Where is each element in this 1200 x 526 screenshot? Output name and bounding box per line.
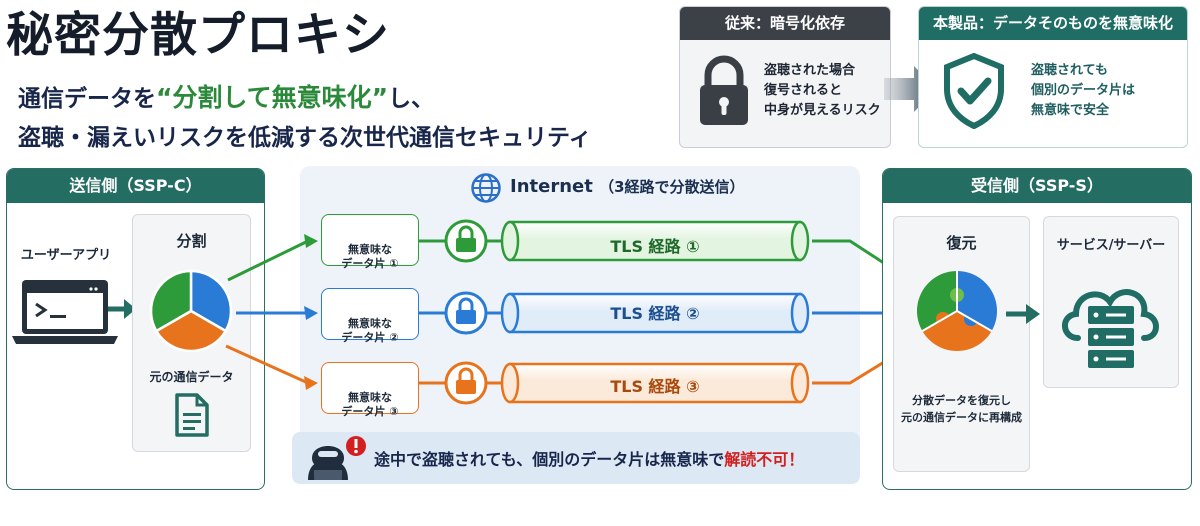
lock-shackle-3 [458, 367, 474, 381]
split-pie-icon [149, 269, 233, 353]
tls-pipe-end-2 [790, 292, 810, 334]
product-box: 本製品：データそのものを無意味化 盗聴されても 個別のデータ片は 無意味で安全 [918, 6, 1188, 148]
subtitle-line-2: 盗聴・漏えいリスクを低減する次世代通信セキュリティ [18, 125, 592, 151]
padlock-icon [700, 55, 748, 125]
conventional-line: 中身が見えるリスク [764, 103, 881, 118]
conventional-line: 復号されると [764, 83, 843, 98]
warning-text: 途中で盗聴されても、個別のデータ片は無意味で解読不可！ [374, 450, 805, 469]
hacker-icon [308, 436, 366, 480]
fragment-box-1 [321, 214, 419, 266]
lock-shackle-1 [458, 225, 474, 239]
tls-pipe-end-3 [790, 362, 810, 404]
lock-icon-3 [456, 380, 476, 394]
app-to-split-arrow-icon [108, 299, 136, 319]
cloud-server-icon [1062, 289, 1159, 368]
page-title: 秘密分散プロキシ [6, 8, 390, 63]
globe-icon [471, 173, 501, 203]
split-arrowhead-3 [304, 376, 318, 390]
tls-pipe-end-1 [790, 220, 810, 262]
fragment-label-1: 無意味なデータ片 ① [341, 243, 399, 270]
receiver-header: 受信側（SSP-S） [883, 169, 1191, 203]
conventional-header: 従来：暗号化依存 [680, 7, 890, 40]
tls-pipe-3 [508, 362, 802, 404]
internet-title: Internet （3経路で分散送信） [510, 176, 745, 197]
tls-pipe-start-1 [500, 220, 520, 262]
laptop-icon [12, 280, 118, 344]
tls-route-label-3: TLS 経路 ③ [610, 377, 700, 396]
sender-header: 送信側（SSP-C） [7, 169, 264, 203]
original-data-label: 元の通信データ [149, 370, 234, 384]
tls-pipe-start-3 [500, 362, 520, 404]
product-line: 盗聴されても [1031, 63, 1108, 78]
restore-label: 復元 [946, 234, 977, 252]
user-app-label: ユーザーアプリ [20, 248, 112, 263]
split-arrow-3 [225, 344, 309, 385]
split-arrowhead-2 [304, 306, 318, 320]
split-label: 分割 [176, 232, 207, 250]
restore-description: 分散データを復元し元の通信データに再構成 [901, 394, 1022, 424]
tls-route-label-1: TLS 経路 ① [610, 237, 700, 256]
lock-shackle-2 [458, 297, 474, 311]
lock-icon-2 [456, 310, 476, 324]
product-line: 個別のデータ片は [1031, 83, 1136, 98]
product-header: 本製品：データそのものを無意味化 [919, 7, 1187, 40]
puzzle-restore-icon [917, 271, 997, 351]
warning-bar [292, 432, 860, 484]
tls-route-label-2: TLS 経路 ② [610, 304, 700, 323]
conventional-box: 従来：暗号化依存 盗聴された場合 復号されると 中身が見えるリスク [679, 6, 891, 148]
split-arrow-1 [227, 239, 309, 282]
warning-emphasis: 解読不可！ [724, 450, 805, 469]
fragment-label-2: 無意味なデータ片 ② [341, 317, 399, 344]
product-line: 無意味で安全 [1031, 103, 1110, 118]
fragment-box-2 [321, 288, 419, 340]
subtitle-line-1: 通信データを“分割して無意味化”し、 [18, 83, 435, 112]
document-icon [175, 393, 209, 437]
shield-check-icon [944, 53, 1004, 129]
server-label: サービス/サーバー [1056, 238, 1166, 253]
tls-pipe-start-2 [500, 292, 520, 334]
fragment-box-3 [321, 362, 419, 414]
restore-to-server-arrow-icon [1006, 304, 1040, 324]
conventional-line: 盗聴された場合 [764, 63, 856, 78]
lock-icon-1 [456, 238, 476, 252]
fragment-label-3: 無意味なデータ片 ③ [341, 391, 399, 418]
split-arrowhead-1 [304, 234, 318, 248]
subtitle-highlight: “分割して無意味化” [156, 83, 389, 112]
